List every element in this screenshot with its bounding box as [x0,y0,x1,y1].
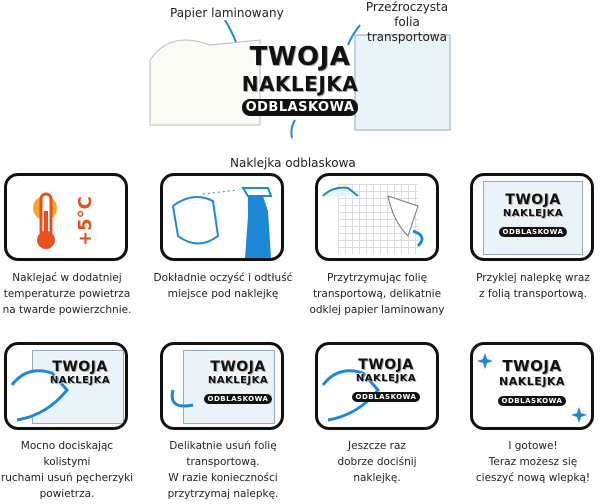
step-7-caption: Jeszcze raz dobrze dociśnij naklejkę. [302,438,452,486]
text: TWOJA [502,357,562,375]
sticker-mini: TWOJA NAKLEJKA ODBLASKOWA [487,192,579,238]
text: ODBLASKOWA [351,392,421,402]
transport-film [483,181,583,255]
text: dobrze dociśnij [337,456,417,468]
text: cieszyć nową wlepką! [475,472,591,484]
label-transport-film: Przeźroczysta folia transportowa [352,0,462,45]
text: Przyklej nalepkę wraz [476,272,590,284]
step-2-image [160,173,284,261]
text: NAKLEJKA [355,373,417,384]
step-3-caption: Przytrzymując folię transportową, delikat… [302,270,452,318]
text: odklej papier laminowany [309,304,445,316]
sparkle-icon [477,353,587,423]
transport-film [183,350,275,424]
text: W razie konieczności [168,472,278,484]
step-4-image: TWOJA NAKLEJKA ODBLASKOWA [470,173,594,261]
text: Dokładnie oczyść i odtłuść [153,272,293,284]
thermometer-sun-icon [33,192,57,249]
text: TWOJA [358,357,414,373]
text: Przytrzymując folię [326,272,428,284]
step-5-caption: Mocno dociskając kolistymi ruchami usuń pę… [0,438,142,502]
text: NAKLEJKA [499,375,565,388]
step-1-image: +5°C [4,173,128,261]
temperature-text: +5°C [75,196,96,246]
text: NAKLEJKA [502,208,564,219]
text: temperaturze powietrza [3,288,131,300]
text: Delikatnie usuń folię [169,440,277,452]
text: NAKLEJKA [49,375,111,386]
text: powietrza. [39,488,95,500]
step-1-caption: Naklejać w dodatniej temperaturze powietr… [0,270,142,318]
text: na twarde powierzchnie. [2,304,132,316]
text: z folią transportową. [479,288,587,300]
step-2-caption: Dokładnie oczyść i odtłuść miejsce pod na… [148,270,298,302]
step-3-image [315,173,439,261]
text: ODBLASKOWA [498,227,568,237]
text: ODBLASKOWA [497,396,567,406]
sticker-line2: NAKLEJKA [241,72,359,96]
sticker-preview: TWOJA NAKLEJKA ODBLASKOWA [225,42,375,116]
text: transportową, delikatnie [312,288,442,300]
label-laminated-paper: Papier laminowany [170,6,284,20]
text: miejsce pod naklejkę [167,288,279,300]
text: naklejkę. [353,472,401,484]
text: przytrzymaj nalepkę. [167,488,279,500]
text: kolistymi [43,456,91,468]
text: ODBLASKOWA [203,394,273,404]
hand-press-icon [10,369,69,422]
text: TWOJA [505,192,561,208]
sticker-line3: ODBLASKOWA [241,99,359,116]
text: TWOJA [52,359,108,375]
layers-illustration [149,20,451,139]
sticker-line1: TWOJA [249,42,351,72]
step-4-caption: Przyklej nalepkę wraz z folią transportow… [458,270,600,302]
label-reflective-sticker: Naklejka odblaskowa [230,156,356,170]
text: Naklejać w dodatniej [12,272,122,284]
step-6-caption: Delikatnie usuń folię transportową. W razi… [148,438,298,502]
label-film-line1: Przeźroczysta folia [365,0,449,29]
label-film-line2: transportowa [367,30,447,44]
text: I gotowe! [508,440,558,452]
text: Teraz możesz się [488,456,578,468]
text: Mocno dociskając [20,440,114,452]
text: ruchami usuń pęcherzyki [0,472,134,484]
text: NAKLEJKA [207,375,269,386]
cleaning-spray-icon [171,187,273,258]
text: transportową. [186,456,260,468]
text: Jeszcze raz [348,440,406,452]
peel-film-arrow-icon [170,389,194,408]
step-8-caption: I gotowe! Teraz możesz się cieszyć nową wl… [458,438,600,486]
peel-paper-icon [322,186,424,248]
text: TWOJA [210,359,266,375]
hand-press-icon [321,369,380,422]
